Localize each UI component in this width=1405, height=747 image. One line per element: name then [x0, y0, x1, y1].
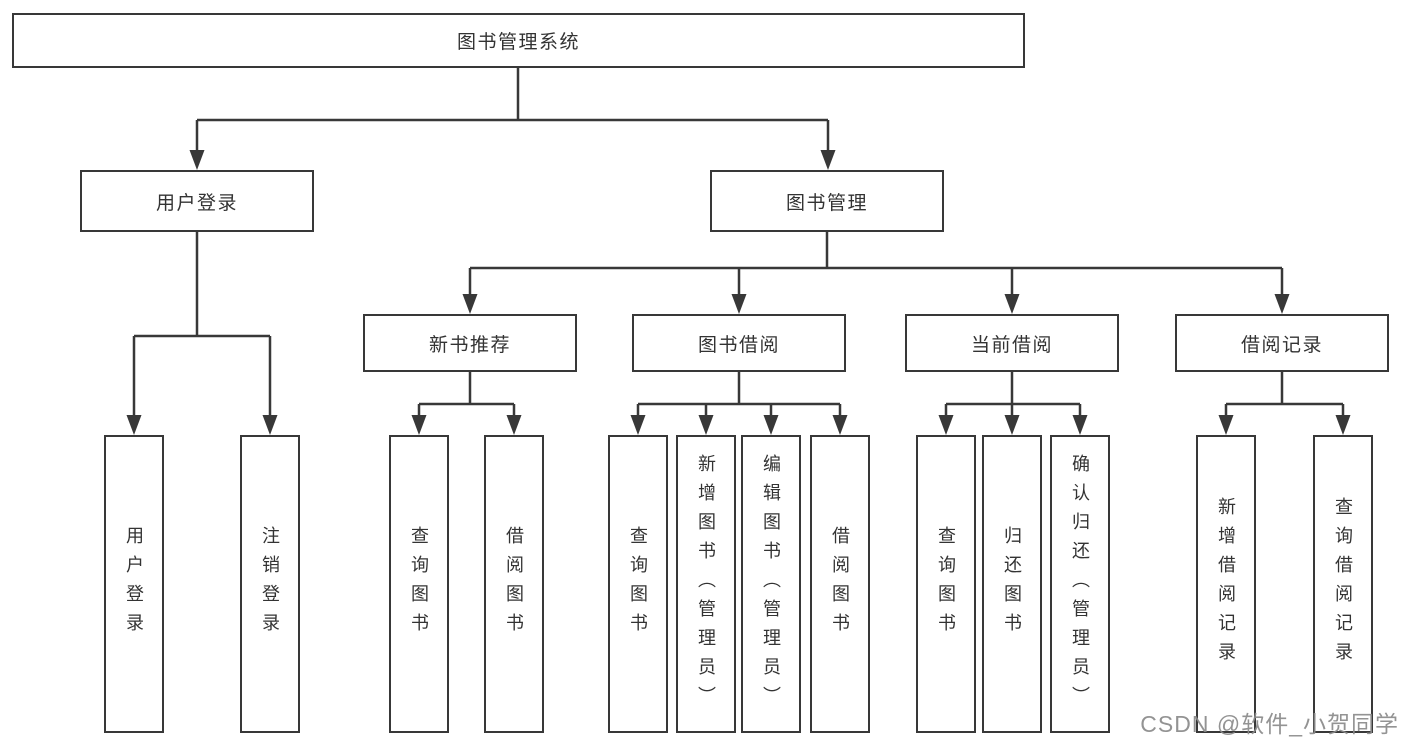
- node-root-library-management-system: 图书管理系统: [12, 13, 1025, 68]
- node-label: 图书管理系统: [456, 32, 580, 53]
- leaf-logout: 注销登录: [240, 435, 300, 733]
- leaf-label: 查询图书: [628, 526, 648, 642]
- leaf-query-books-current: 查询图书: [916, 435, 976, 733]
- node-book-management: 图书管理: [710, 170, 944, 232]
- leaf-return-books: 归还图书: [982, 435, 1042, 733]
- node-label: 图书借阅: [697, 334, 780, 356]
- node-borrowing-records: 借阅记录: [1175, 314, 1389, 372]
- leaf-borrow-books-borrowing: 借阅图书: [810, 435, 870, 733]
- leaf-label: 借阅图书: [830, 526, 850, 642]
- node-label: 新书推荐: [428, 334, 511, 356]
- leaf-confirm-return-admin: 确认归还（管理员）: [1050, 435, 1110, 733]
- leaf-label: 借阅图书: [504, 526, 524, 642]
- leaf-borrow-books-recommendation: 借阅图书: [484, 435, 544, 733]
- leaf-edit-books-admin: 编辑图书（管理员）: [741, 435, 801, 733]
- leaf-query-borrow-record: 查询借阅记录: [1313, 435, 1373, 733]
- leaf-query-books-borrowing: 查询图书: [608, 435, 668, 733]
- node-current-borrowing: 当前借阅: [905, 314, 1119, 372]
- leaf-label: 新增借阅记录: [1216, 497, 1236, 671]
- leaf-label: 查询借阅记录: [1333, 497, 1353, 671]
- node-book-borrowing: 图书借阅: [632, 314, 846, 372]
- leaf-label: 确认归还（管理员）: [1070, 453, 1090, 715]
- csdn-watermark: CSDN @软件_小贺同学: [1140, 711, 1399, 737]
- leaf-label: 用户登录: [124, 526, 144, 642]
- node-label: 用户登录: [155, 192, 238, 214]
- node-label: 借阅记录: [1240, 334, 1323, 356]
- node-user-login: 用户登录: [80, 170, 314, 232]
- node-label: 图书管理: [785, 192, 868, 214]
- leaf-label: 查询图书: [936, 526, 956, 642]
- leaf-user-login: 用户登录: [104, 435, 164, 733]
- leaf-label: 查询图书: [409, 526, 429, 642]
- leaf-label: 归还图书: [1002, 526, 1022, 642]
- leaf-query-books-recommendation: 查询图书: [389, 435, 449, 733]
- leaf-add-borrow-record: 新增借阅记录: [1196, 435, 1256, 733]
- leaf-label: 编辑图书（管理员）: [761, 453, 781, 715]
- node-new-book-recommendation: 新书推荐: [363, 314, 577, 372]
- node-label: 当前借阅: [970, 334, 1053, 356]
- leaf-add-books-admin: 新增图书（管理员）: [676, 435, 736, 733]
- leaf-label: 新增图书（管理员）: [696, 453, 716, 715]
- leaf-label: 注销登录: [260, 526, 280, 642]
